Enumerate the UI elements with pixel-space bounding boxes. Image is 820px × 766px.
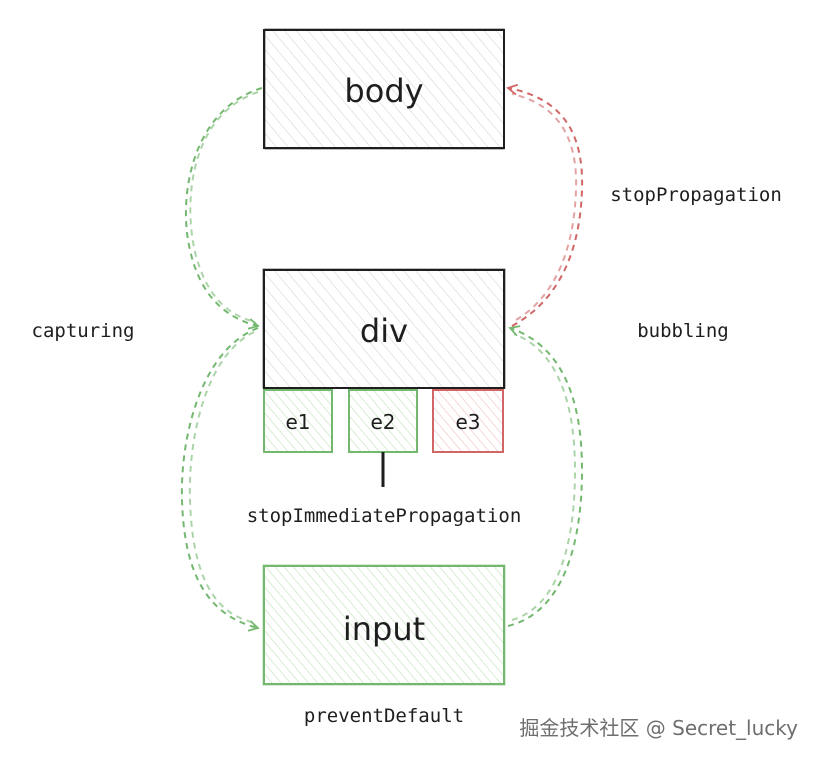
body-node-label: body <box>344 72 423 110</box>
bubbling-label: bubbling <box>637 320 729 342</box>
bubble-arrow-input-to-div <box>507 325 584 627</box>
e3-label: e3 <box>455 410 480 434</box>
capture-arrow-body-to-div <box>184 87 263 330</box>
e1-handler: e1 <box>263 389 333 453</box>
e2-handler: e2 <box>348 389 418 453</box>
div-node-label: div <box>360 312 408 350</box>
input-node: input <box>262 564 506 686</box>
bubble-arrow-div-to-body-stopped <box>506 83 584 327</box>
e3-handler: e3 <box>432 389 504 453</box>
input-node-label: input <box>343 610 425 648</box>
body-node: body <box>263 28 505 150</box>
prevent-default-label: preventDefault <box>304 705 464 727</box>
watermark: 掘金技术社区 @ Secret_lucky <box>519 716 798 740</box>
div-node: div <box>262 268 506 389</box>
capture-arrow-div-to-input <box>180 327 260 632</box>
e1-label: e1 <box>285 410 310 434</box>
stop-propagation-label: stopPropagation <box>610 184 782 206</box>
stop-immediate-propagation-label: stopImmediatePropagation <box>247 505 522 527</box>
e2-label: e2 <box>370 410 395 434</box>
capturing-label: capturing <box>32 320 135 342</box>
